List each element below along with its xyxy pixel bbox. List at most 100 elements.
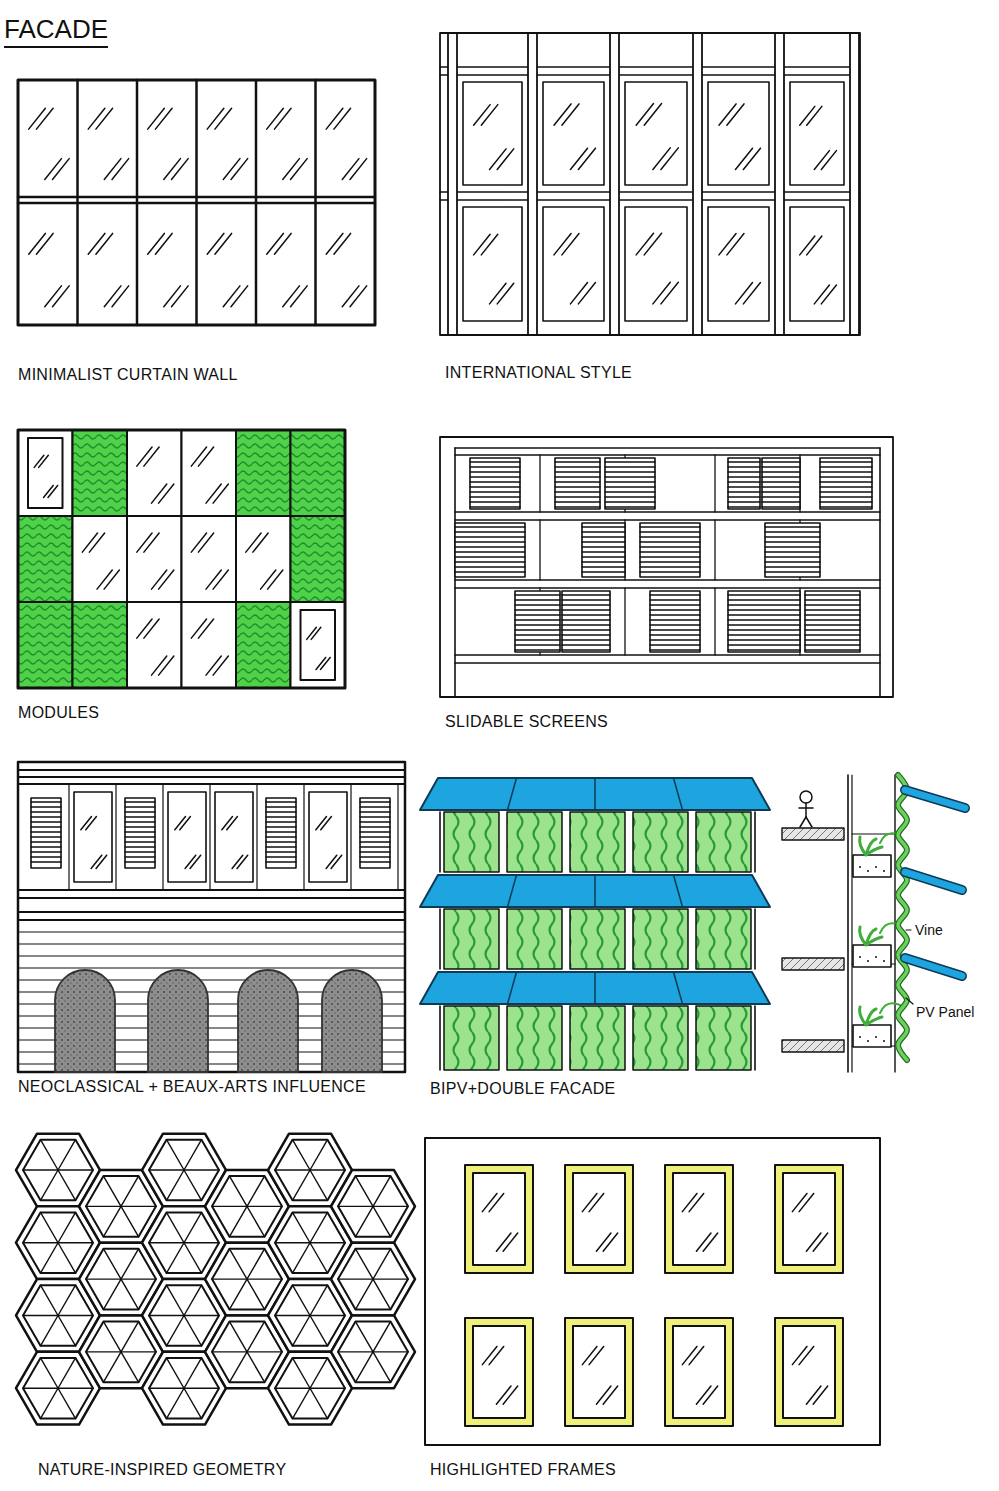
planter-box — [853, 945, 891, 967]
louver-slat — [125, 826, 155, 827]
facade-sketch: SLIDABLE SCREENS — [440, 437, 893, 732]
louver-slat — [360, 851, 390, 852]
glass-hatch — [554, 104, 571, 125]
louver-slat — [455, 546, 525, 547]
louver-slat — [555, 506, 600, 507]
glass-module — [127, 430, 182, 516]
slab-line — [455, 454, 880, 456]
glass-hatch — [191, 533, 206, 552]
glass-hatch — [316, 657, 326, 669]
louver-slat — [555, 491, 600, 492]
transom — [18, 202, 375, 205]
louver-slat — [820, 476, 872, 477]
louver-slat — [555, 501, 600, 502]
glass-hatch — [821, 285, 836, 304]
hex-spoke — [184, 1358, 202, 1388]
pier-line — [754, 1006, 756, 1070]
louver-slat — [728, 624, 800, 625]
glass-hatch — [481, 105, 498, 126]
hex-spoke — [356, 1322, 374, 1352]
pier-line — [754, 909, 756, 969]
louver-slat — [728, 599, 800, 600]
plant-leaves — [860, 1007, 882, 1025]
hex-spoke — [247, 1322, 265, 1352]
louver-slat — [640, 541, 700, 542]
hex-spoke — [310, 1170, 328, 1200]
hex-spoke — [293, 1140, 311, 1170]
hex-spoke — [356, 1279, 374, 1309]
glass-hatch — [570, 148, 587, 169]
glass-hatch — [316, 817, 327, 830]
window-pane — [790, 82, 844, 185]
window-pane — [673, 1326, 725, 1418]
louver-slat — [562, 604, 610, 605]
hex-spoke — [121, 1249, 139, 1279]
louver-slat — [360, 846, 390, 847]
green-glazing — [696, 909, 751, 969]
louver-slat — [515, 644, 560, 645]
glass-hatch — [799, 1193, 814, 1211]
green-glazing — [696, 812, 751, 872]
glass-hatch — [227, 817, 238, 830]
glass-hatch — [311, 627, 321, 639]
slab-line — [455, 662, 880, 664]
hex-spoke — [41, 1285, 59, 1315]
window-pane — [463, 207, 522, 321]
column — [528, 33, 537, 335]
louver-slat — [555, 461, 600, 462]
louver-slat — [765, 566, 820, 567]
hex-spoke — [310, 1212, 328, 1242]
glass-hatch — [29, 108, 46, 129]
louver-screen — [820, 458, 872, 509]
glass-hatch — [554, 234, 571, 255]
louver-slat — [31, 821, 61, 822]
glass-module — [73, 516, 128, 602]
leader-line — [906, 998, 913, 1004]
glass-hatch — [342, 159, 359, 180]
glass-hatch — [596, 1386, 611, 1404]
hex-cell-inner — [86, 1249, 156, 1310]
glass-hatch — [334, 233, 351, 254]
louver-slat — [650, 614, 700, 615]
soil-dot — [867, 1040, 869, 1042]
glass-hatch — [490, 149, 507, 170]
louver-slat — [762, 471, 800, 472]
sketch-caption: NATURE-INSPIRED GEOMETRY — [38, 1460, 286, 1480]
louver-slat — [805, 609, 860, 610]
green-glazing — [696, 1006, 751, 1070]
louver-screen — [31, 798, 61, 868]
hex-spoke — [230, 1322, 248, 1352]
louver-slat — [765, 541, 820, 542]
hex-cell-inner — [212, 1249, 282, 1310]
glass-module — [182, 516, 237, 602]
louver-slat — [582, 556, 625, 557]
hex-spoke — [58, 1242, 93, 1243]
glass-hatch — [735, 148, 752, 169]
slab-line — [455, 511, 880, 513]
hex-spoke — [293, 1243, 311, 1273]
hex-cell — [331, 1243, 415, 1316]
glass-hatch — [267, 233, 284, 254]
glass-hatch — [682, 1346, 697, 1364]
bay-line — [714, 455, 715, 512]
facade-sketches — [16, 33, 965, 1445]
hex-spoke — [310, 1243, 328, 1273]
glass-hatch — [727, 234, 744, 255]
floor-slab — [782, 958, 844, 970]
louver-slat — [582, 536, 625, 537]
window-pane — [625, 82, 687, 185]
planted-module — [291, 430, 346, 516]
pv-canopy — [420, 972, 770, 1004]
leader-line — [906, 929, 911, 930]
louver-slat — [125, 861, 155, 862]
hex-spoke — [356, 1249, 374, 1279]
louver-slat — [820, 461, 872, 462]
vine — [898, 775, 907, 1060]
louver-screen — [765, 523, 820, 577]
planted-module — [236, 602, 291, 688]
glass-hatch — [137, 447, 152, 466]
louver-slat — [360, 826, 390, 827]
louver-slat — [728, 486, 760, 487]
hex-spoke — [230, 1176, 248, 1206]
